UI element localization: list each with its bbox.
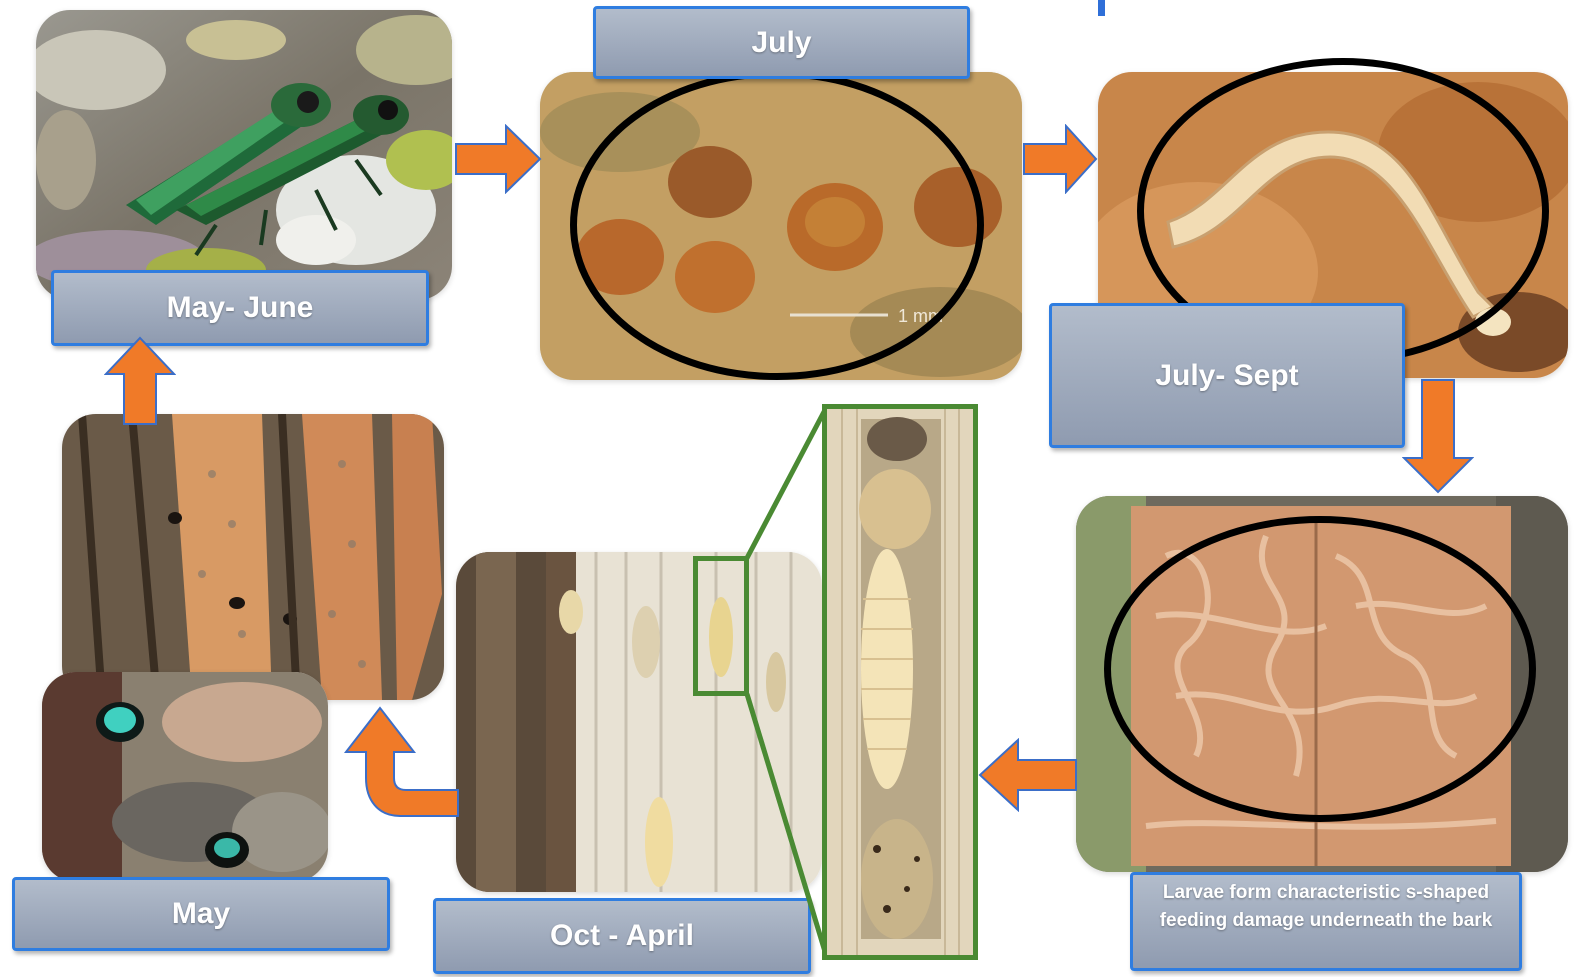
emerging-adult-photo bbox=[42, 672, 328, 882]
exit-holes-photo bbox=[62, 414, 444, 700]
arrow-emergence-to-adults bbox=[104, 334, 176, 426]
zoom-source-box bbox=[693, 556, 749, 696]
galleries-highlight-oval bbox=[1104, 516, 1536, 822]
arrow-larva-to-galleries bbox=[1402, 378, 1474, 494]
label-may: May bbox=[12, 877, 390, 951]
adult-beetles-photo bbox=[36, 10, 452, 300]
top-divider-mark bbox=[1098, 0, 1105, 16]
label-galleries: Larvae form characteristic s-shaped feed… bbox=[1130, 872, 1522, 971]
arrow-overwinter-to-emergence bbox=[340, 700, 460, 848]
eggs-highlight-oval bbox=[570, 70, 984, 380]
arrow-adults-to-eggs bbox=[454, 124, 542, 194]
arrow-eggs-to-larva bbox=[1022, 124, 1098, 194]
arrow-galleries-to-overwinter bbox=[978, 738, 1078, 812]
pupa-zoom-panel bbox=[822, 404, 978, 960]
label-july-sept: July- Sept bbox=[1049, 303, 1405, 448]
label-oct-april: Oct - April bbox=[433, 898, 811, 974]
overwinter-photo bbox=[456, 552, 822, 892]
label-july: July bbox=[593, 6, 970, 79]
